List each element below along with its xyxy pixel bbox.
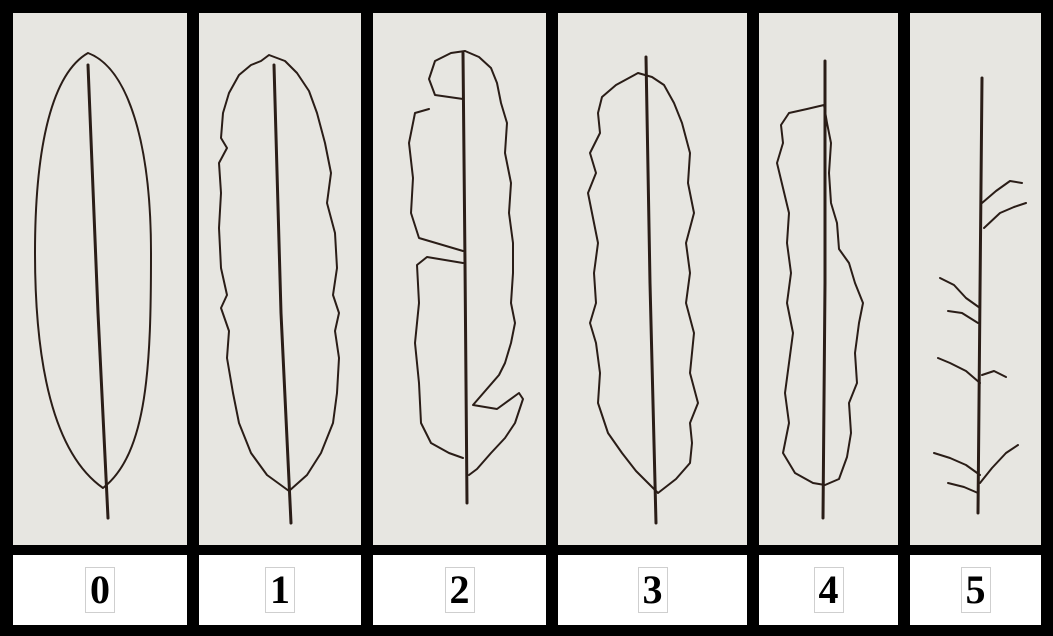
leaf-panel-3 (558, 13, 747, 545)
damage-score-label: 2 (445, 567, 475, 613)
leaf-severe-damage-icon (759, 13, 898, 545)
label-cell-1: 1 (199, 555, 361, 625)
label-cell-3: 3 (558, 555, 747, 625)
damage-score-label: 3 (638, 567, 668, 613)
leaf-torn-icon (373, 13, 546, 545)
label-cell-5: 5 (910, 555, 1041, 625)
leaf-intact-icon (13, 13, 187, 545)
damage-score-label: 0 (85, 567, 115, 613)
label-cell-4: 4 (759, 555, 898, 625)
leaf-panel-0 (13, 13, 187, 545)
leaf-slight-damage-icon (199, 13, 361, 545)
leaf-panel-5 (910, 13, 1041, 545)
damage-score-label: 1 (265, 567, 295, 613)
leaf-skeleton-icon (910, 13, 1041, 545)
damage-score-label: 4 (814, 567, 844, 613)
label-cell-2: 2 (373, 555, 546, 625)
label-cell-0: 0 (13, 555, 187, 625)
leaf-moderate-damage-icon (558, 13, 747, 545)
leaf-panel-2 (373, 13, 546, 545)
leaf-panel-4 (759, 13, 898, 545)
damage-score-label: 5 (961, 567, 991, 613)
leaf-panel-1 (199, 13, 361, 545)
